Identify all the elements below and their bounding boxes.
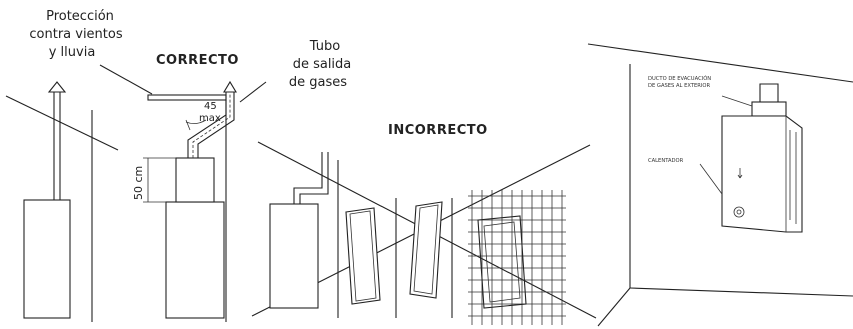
left-heater-body	[23, 199, 71, 319]
room-floor-right	[629, 287, 853, 297]
tubo-label-line2: de salida	[293, 57, 352, 72]
heater-knob-icon	[733, 206, 745, 218]
grid-heater-outline	[477, 215, 527, 309]
proteccion-label-line3: y lluvia	[49, 45, 96, 60]
center-heater-hood	[175, 157, 215, 203]
room-scene	[587, 43, 853, 327]
left-roof-line	[5, 95, 119, 151]
proteccion-label-line1: Protección	[46, 9, 114, 24]
proteccion-label-line2: contra vientos	[29, 27, 122, 42]
angle-arc	[185, 119, 207, 124]
tubo-leader-line	[239, 81, 267, 103]
ducto-label-line1: DUCTO DE EVACUACIÓN	[648, 75, 711, 82]
tubo-label-line3: de gases	[289, 75, 347, 90]
wall-heater-collar	[751, 101, 787, 117]
incorrect-heater-body	[269, 203, 319, 309]
left-heater-scene	[5, 81, 119, 322]
angle-value-label: 45	[204, 101, 217, 112]
correcto-heading: CORRECTO	[156, 53, 239, 68]
room-floor-left	[597, 287, 631, 327]
room-ceiling-line	[587, 43, 853, 83]
calentador-label: CALENTADOR	[648, 158, 684, 164]
labels: Protección contra vientos y lluvia CORRE…	[29, 9, 711, 200]
tubo-label-line1: Tubo	[309, 39, 340, 54]
ducto-leader-line	[721, 95, 753, 107]
height-label: 50 cm	[132, 166, 145, 200]
incorrecto-heading: INCORRECTO	[388, 123, 488, 138]
ducto-label-line2: DE GASES AL EXTERIOR	[648, 83, 710, 89]
left-flue-arrow-icon	[47, 81, 67, 93]
center-heater-body	[165, 201, 225, 319]
angle-unit-label: max	[199, 113, 221, 124]
protection-cap	[147, 94, 227, 101]
wall-heater-flue	[759, 83, 779, 104]
center-flue-arrow-icon	[223, 80, 237, 93]
tilted-panel-2	[409, 201, 443, 299]
incorrect-flue-pipe	[293, 152, 323, 204]
grid-enclosure	[468, 190, 566, 325]
calentador-leader-line	[699, 163, 723, 195]
tilted-panel-1	[345, 207, 381, 305]
protection-leader-line	[99, 64, 153, 95]
incorrect-scene	[251, 141, 597, 325]
correct-heater-scene	[99, 64, 267, 322]
